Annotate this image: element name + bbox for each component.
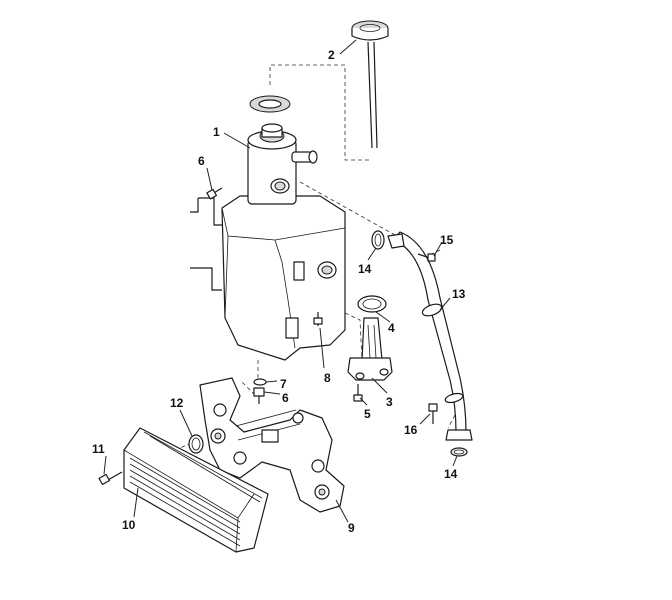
callout-8: 8 xyxy=(324,371,331,385)
callout-3: 3 xyxy=(386,395,393,409)
oil-cooler-core xyxy=(123,427,269,553)
o-ring-sensor xyxy=(357,295,387,313)
callout-7: 7 xyxy=(280,377,287,391)
callout-15: 15 xyxy=(440,233,454,247)
callout-labels: 1 2 3 4 5 6 6 7 8 9 10 11 12 13 14 14 15… xyxy=(92,48,466,535)
callout-6-upper: 6 xyxy=(198,154,205,168)
dipstick xyxy=(351,20,389,149)
callout-14-upper: 14 xyxy=(358,262,372,276)
bolt-upper xyxy=(206,187,223,200)
pipe-bolt-upper xyxy=(417,253,436,262)
sensor-screw xyxy=(353,384,363,402)
o-ring-cooler xyxy=(188,434,204,454)
o-ring-pipe-lower xyxy=(450,447,468,457)
filler-seal-ring xyxy=(249,95,291,113)
bolt-tank-lower xyxy=(313,312,323,326)
callout-11: 11 xyxy=(92,442,105,456)
callout-2: 2 xyxy=(328,48,335,62)
washer xyxy=(253,378,267,386)
cooler-bolt xyxy=(98,471,123,486)
bolt-lower xyxy=(253,387,265,404)
o-ring-pipe-upper xyxy=(371,230,385,250)
callout-12: 12 xyxy=(170,396,184,410)
callout-16: 16 xyxy=(404,423,418,437)
callout-6-lower: 6 xyxy=(282,391,289,405)
callout-1: 1 xyxy=(213,125,220,139)
pipe-bolt-lower xyxy=(428,403,438,424)
callout-4: 4 xyxy=(388,321,395,335)
callout-13: 13 xyxy=(452,287,466,301)
callout-14-lower: 14 xyxy=(444,467,458,481)
callout-9: 9 xyxy=(348,521,355,535)
callout-5: 5 xyxy=(364,407,371,421)
level-sensor xyxy=(347,317,393,381)
return-pipe xyxy=(387,231,473,441)
callout-10: 10 xyxy=(122,518,136,532)
leader-lines xyxy=(103,39,458,523)
